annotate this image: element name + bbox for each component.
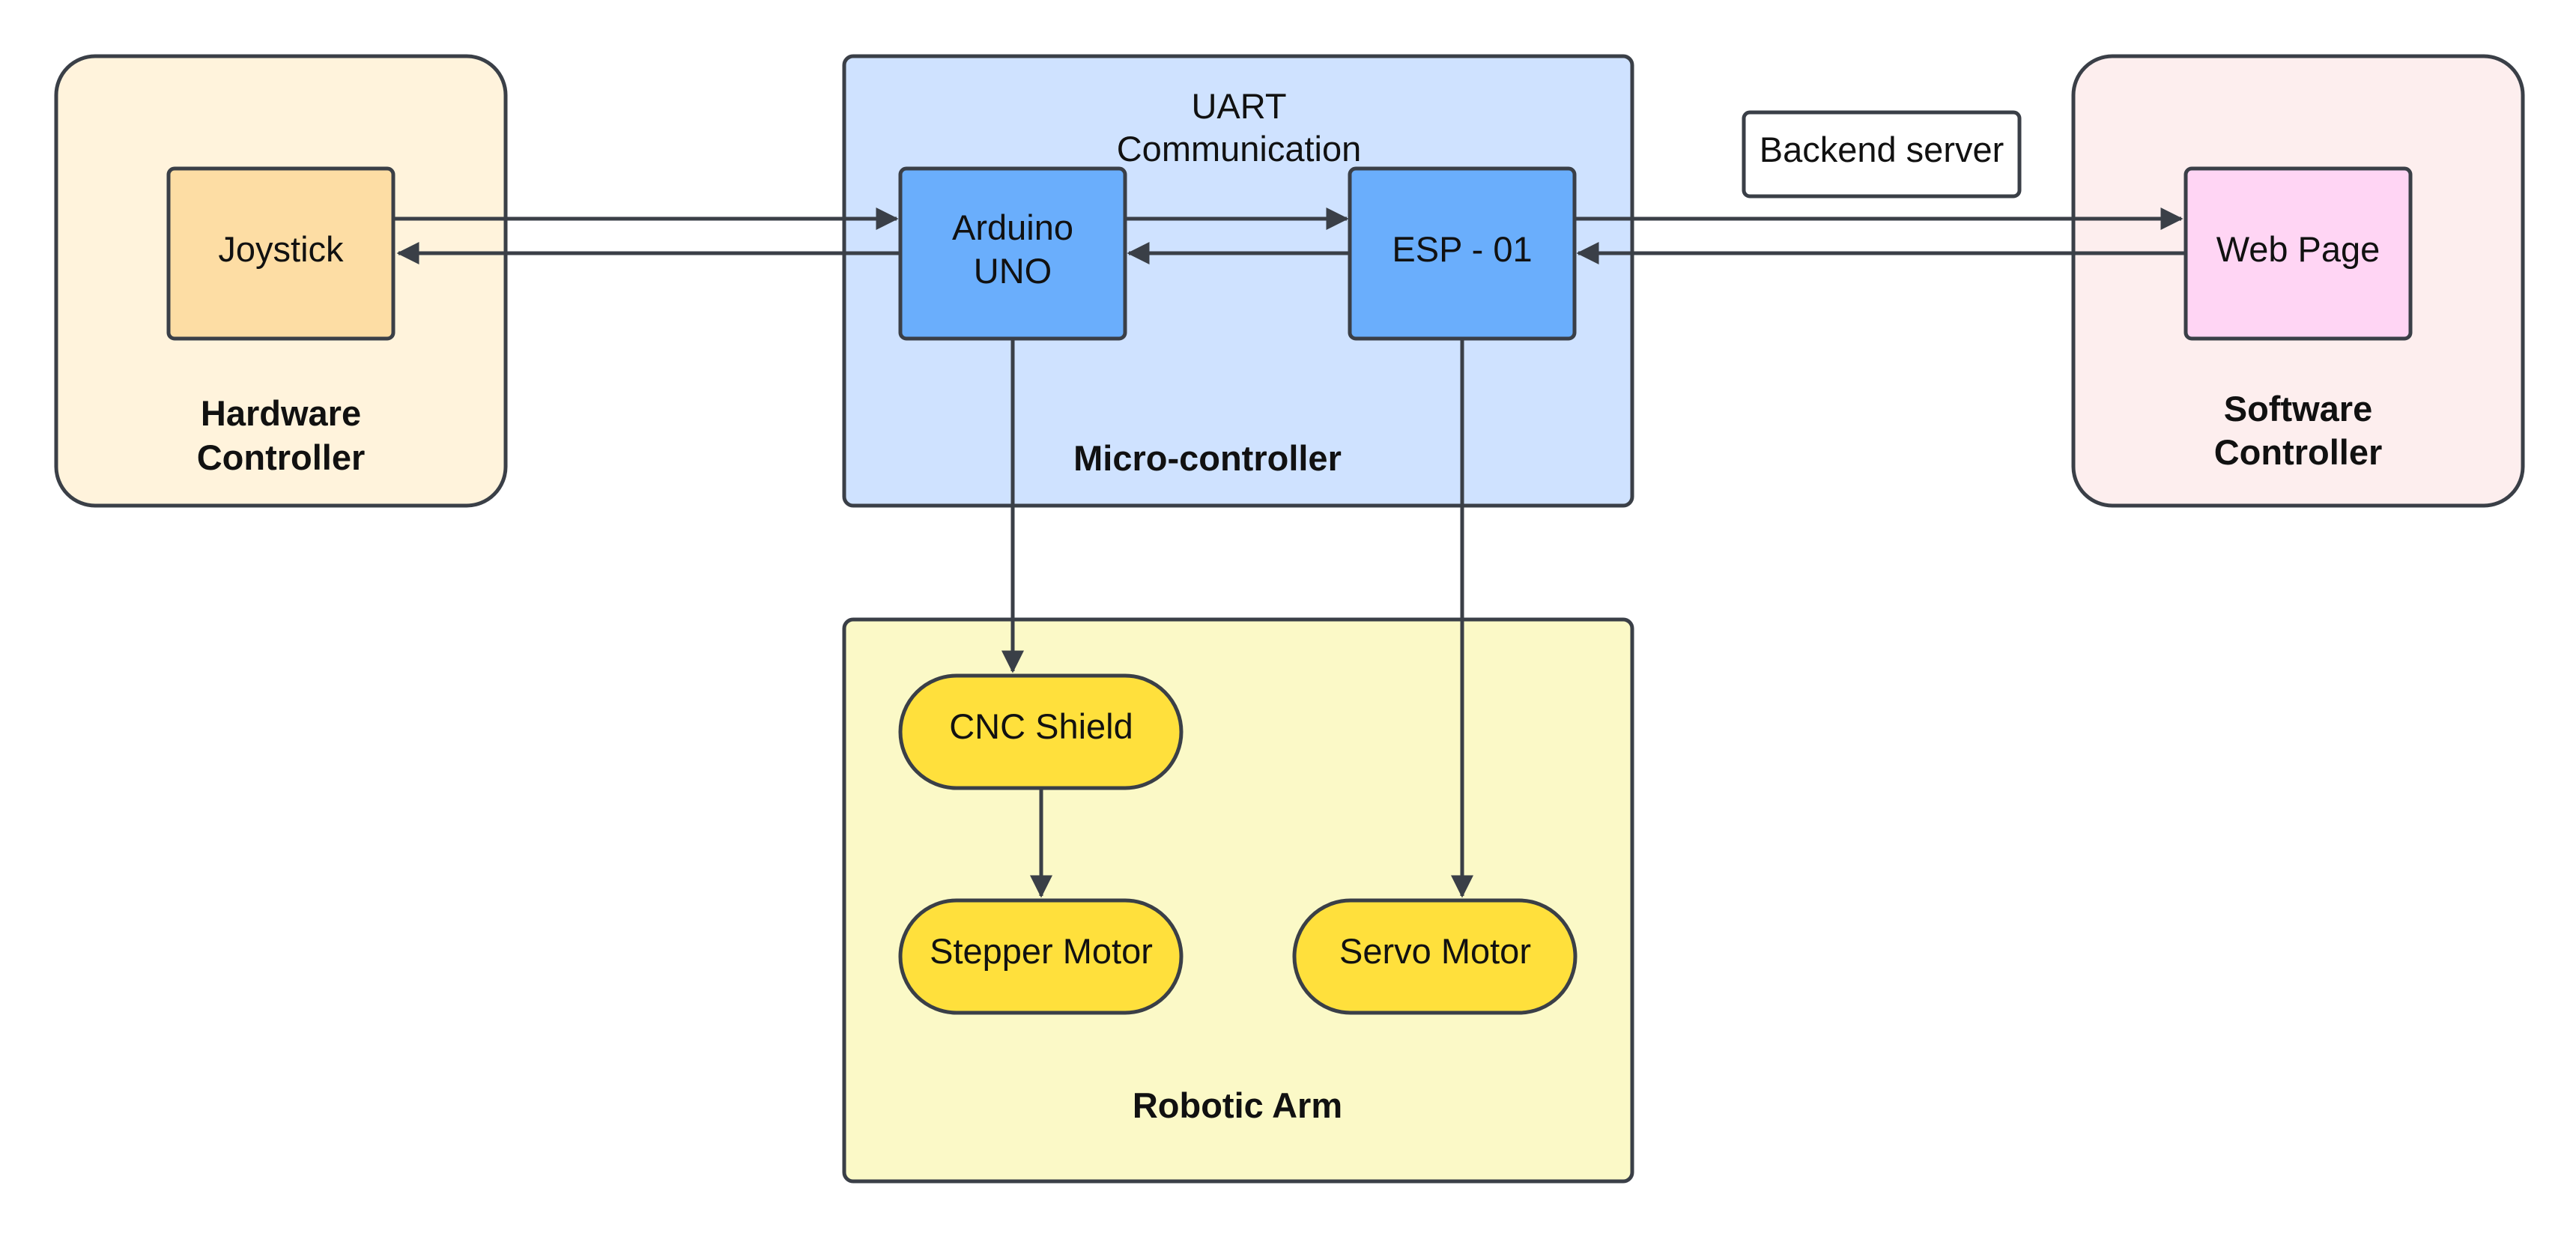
stepper-motor-pill: [898, 898, 1184, 1015]
stepper-motor-node: Stepper Motor: [898, 898, 1184, 1015]
cnc-shield-label: CNC Shield: [949, 706, 1133, 746]
uart-note-line2: Communication: [1117, 129, 1362, 169]
robotic-arm-label: Robotic Arm: [1133, 1085, 1342, 1125]
joystick-label: Joystick: [218, 229, 344, 269]
backend-server-box: [1742, 110, 2022, 199]
backend-server-text: Backend server: [1760, 130, 2004, 169]
esp-label: ESP - 01: [1392, 229, 1532, 269]
stepper-motor-label: Stepper Motor: [930, 931, 1153, 971]
software-controller-label-line2: Controller: [2214, 432, 2383, 472]
uart-note-line1: UART: [1191, 86, 1286, 126]
cnc-shield-node: CNC Shield: [898, 673, 1184, 790]
web-page-box: [2183, 166, 2413, 341]
hardware-controller-label-line1: Hardware: [201, 393, 361, 433]
backend-server-label: Backend server: [1742, 110, 2022, 199]
esp-node: ESP - 01: [1348, 166, 1577, 341]
servo-motor-node: Servo Motor: [1292, 898, 1578, 1015]
arduino-node: Arduino UNO: [898, 166, 1127, 341]
web-page-node: Web Page: [2183, 166, 2413, 341]
microcontroller-label: Micro-controller: [1073, 438, 1342, 478]
hardware-controller-label-line2: Controller: [197, 437, 366, 477]
cnc-shield-pill: [898, 673, 1184, 790]
web-page-label: Web Page: [2216, 229, 2380, 269]
joystick-box: [166, 166, 396, 341]
joystick-node: Joystick: [166, 166, 396, 341]
esp-box: [1348, 166, 1577, 341]
edges: [395, 207, 2186, 898]
arduino-label-line2: UNO: [974, 251, 1052, 291]
servo-motor-label: Servo Motor: [1339, 931, 1531, 971]
arduino-label-line1: Arduino: [952, 207, 1073, 247]
arduino-box: [898, 166, 1127, 341]
servo-motor-pill: [1292, 898, 1578, 1015]
software-controller-label-line1: Software: [2224, 389, 2373, 428]
